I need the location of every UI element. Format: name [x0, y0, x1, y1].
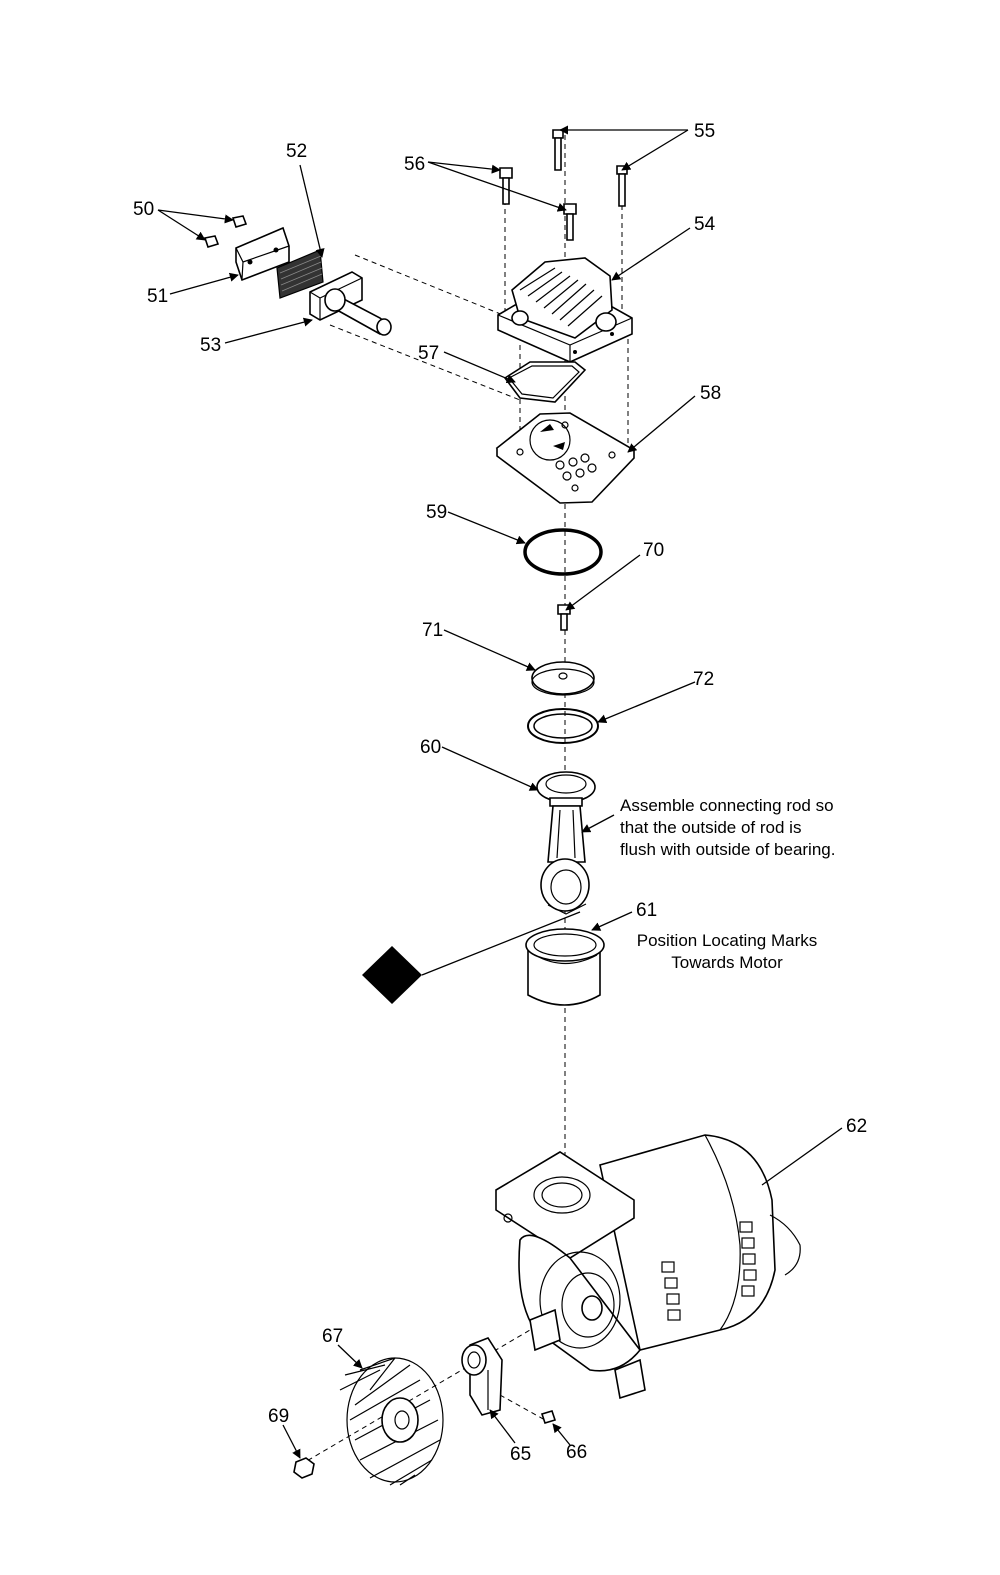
part-67-cooling-fan [339, 1357, 444, 1486]
callout-62: 62 [846, 1116, 867, 1137]
part-69-nut [293, 1457, 315, 1479]
callout-72: 72 [693, 669, 714, 690]
callout-54: 54 [694, 214, 716, 235]
callout-60: 60 [420, 737, 441, 758]
callout-50: 50 [133, 199, 154, 220]
part-60-connecting-rod [536, 771, 596, 915]
part-56-head-screws [499, 167, 577, 241]
part-55-head-bolts [552, 129, 628, 207]
part-72-piston-ring [527, 708, 599, 744]
callout-65: 65 [510, 1444, 531, 1465]
note-rod-line-2: that the outside of rod is [620, 818, 801, 837]
assembly-note-locating-marks: Position Locating Marks Towards Motor [637, 931, 817, 972]
callout-58: 58 [700, 383, 721, 404]
part-51-cover-plate [235, 226, 290, 282]
part-52-filter-element [276, 249, 324, 299]
callout-52: 52 [286, 141, 307, 162]
note-marks-line-1: Position Locating Marks [637, 931, 817, 950]
callout-69: 69 [268, 1406, 289, 1427]
part-59-o-ring [523, 528, 603, 576]
motor-vent-slots [661, 1221, 757, 1321]
part-54-cylinder-head [497, 257, 633, 363]
note-rod-line-3: flush with outside of bearing. [620, 840, 835, 859]
note-rod-line-1: Assemble connecting rod so [620, 796, 834, 815]
part-66-screw [540, 1410, 557, 1424]
part-62-motor-crankcase [495, 1134, 801, 1400]
assembly-note-connecting-rod: Assemble connecting rod so that the outs… [620, 796, 835, 859]
callout-55: 55 [694, 121, 715, 142]
callout-labels: 50 51 52 53 54 55 56 57 58 59 60 61 62 6… [133, 121, 867, 1465]
callout-61: 61 [636, 900, 657, 921]
callout-70: 70 [643, 540, 664, 561]
callout-67: 67 [322, 1326, 343, 1347]
part-58-valve-plate [495, 412, 636, 504]
leader-lines [157, 125, 843, 1459]
locating-mark-diamond [362, 946, 422, 1004]
callout-56: 56 [404, 154, 425, 175]
callout-66: 66 [566, 1442, 587, 1463]
callout-53: 53 [200, 335, 221, 356]
note-marks-line-2: Towards Motor [671, 953, 783, 972]
callout-59: 59 [426, 502, 447, 523]
part-57-head-gasket [503, 361, 587, 403]
part-61-cylinder-sleeve [525, 928, 605, 1006]
callout-51: 51 [147, 286, 168, 307]
part-50-screws [203, 215, 248, 248]
callout-57: 57 [418, 343, 439, 364]
callout-71: 71 [422, 620, 443, 641]
part-53-intake-manifold [309, 271, 392, 336]
part-71-retainer-disc [531, 661, 595, 696]
part-65-bearing-block [461, 1337, 503, 1416]
